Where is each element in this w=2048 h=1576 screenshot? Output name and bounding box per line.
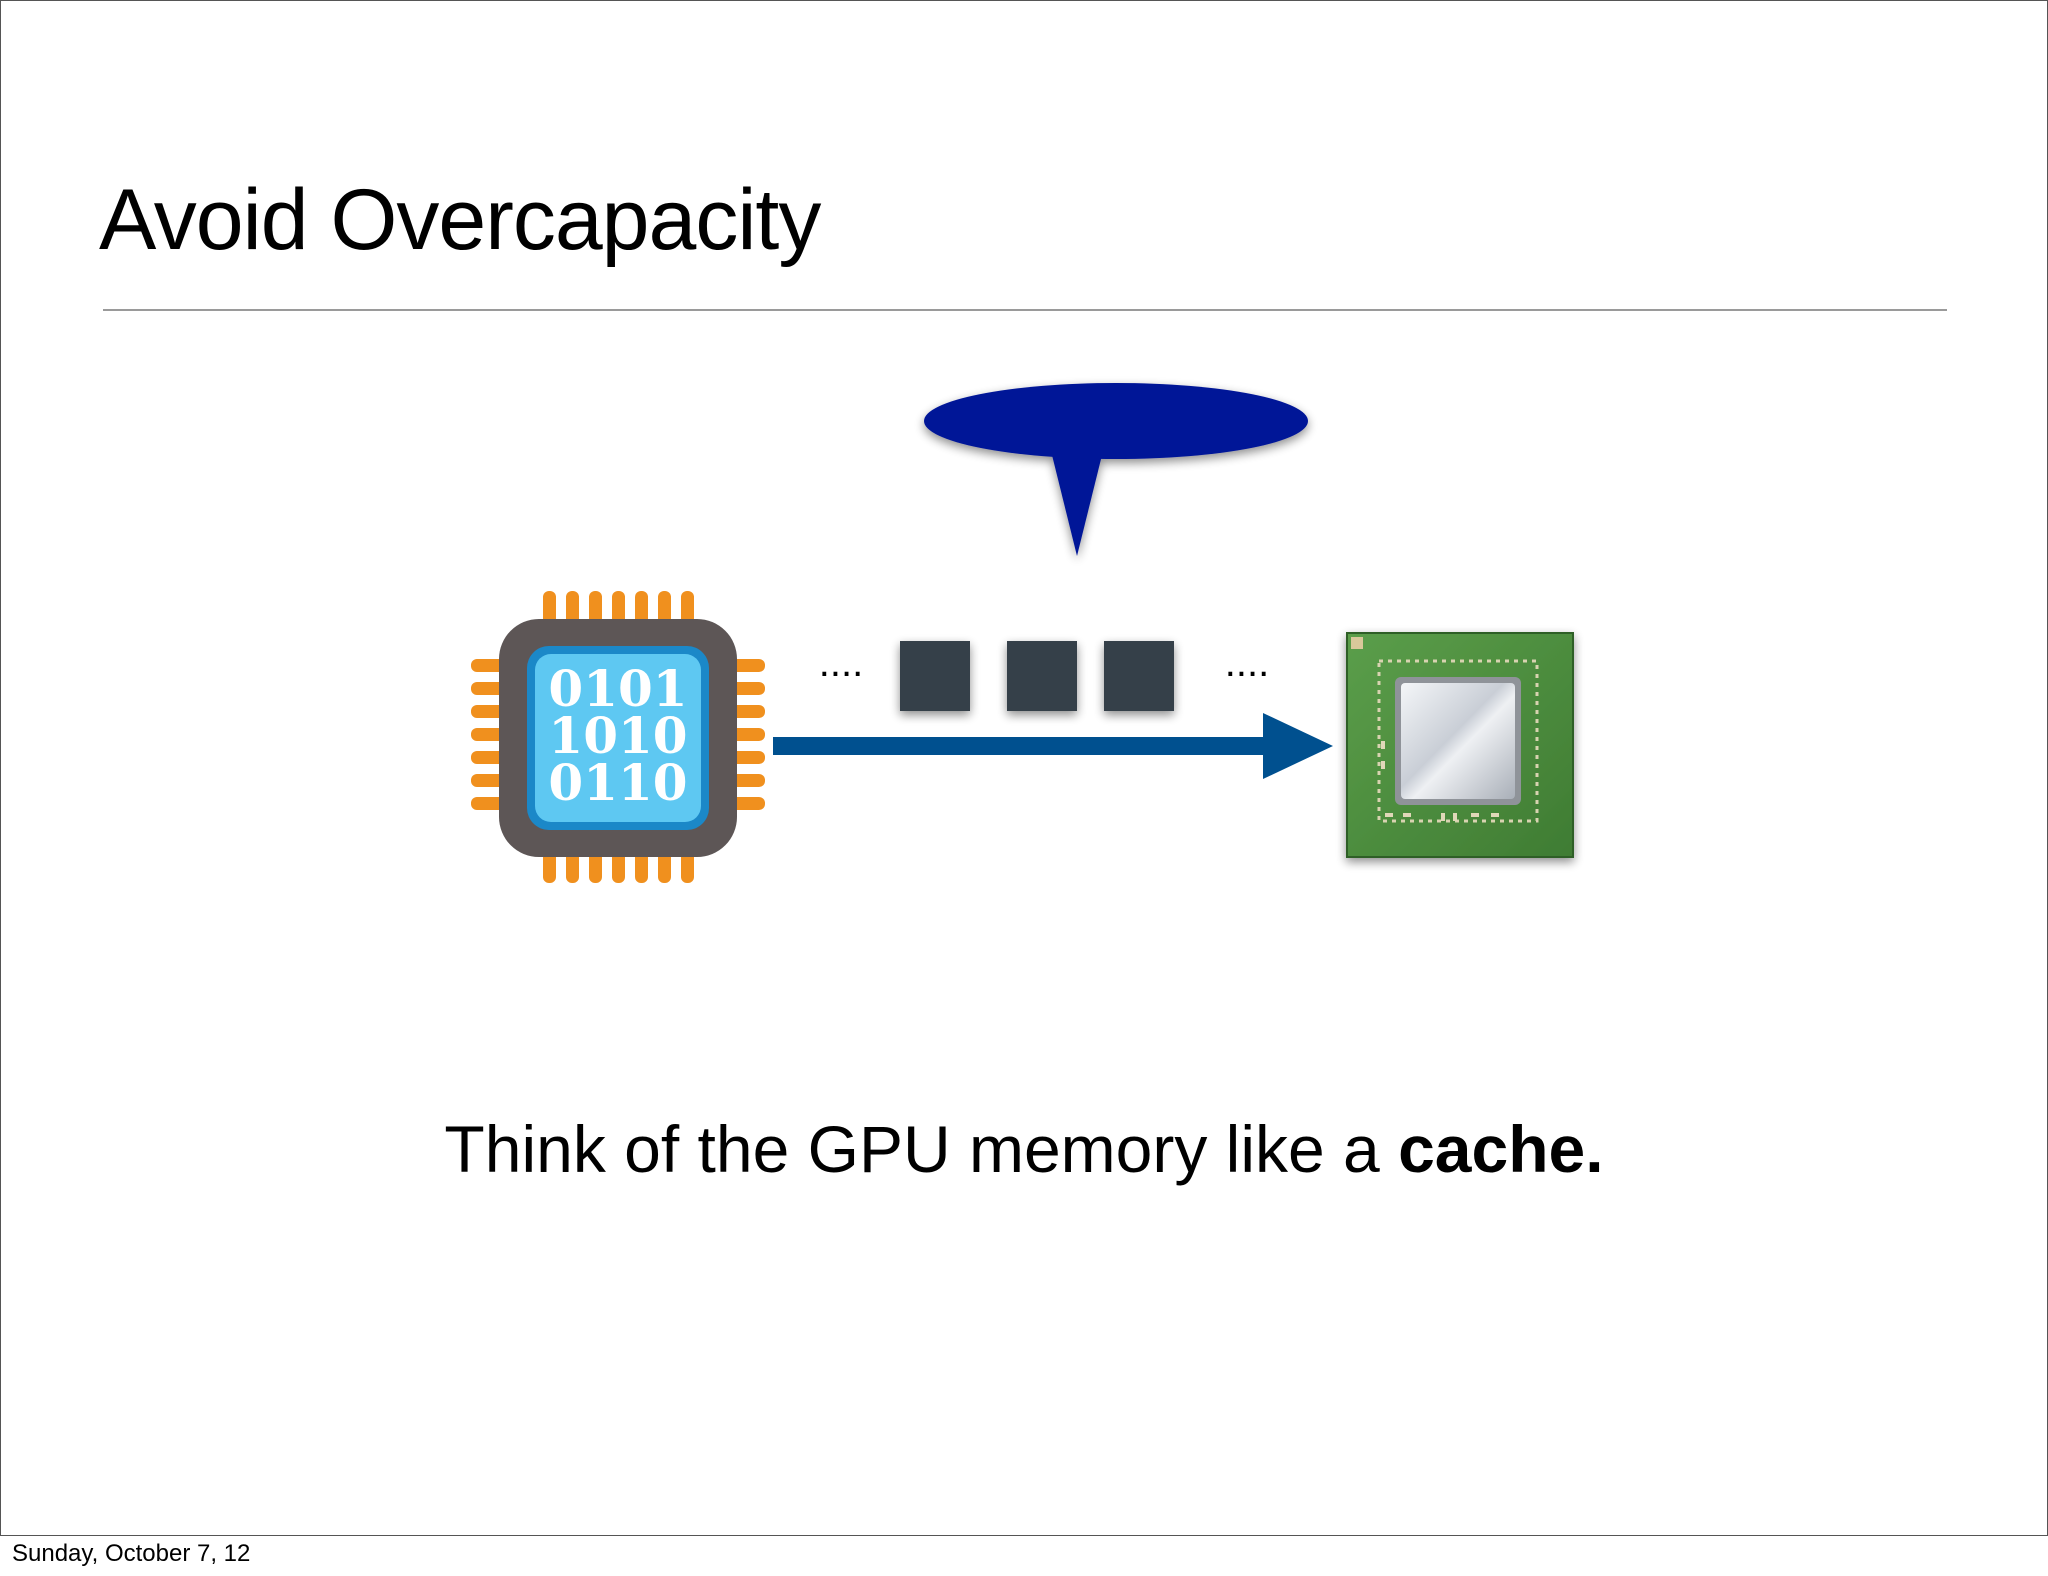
cpu-binary-line: 0101 bbox=[548, 659, 687, 718]
slide-title: Avoid Overcapacity bbox=[99, 172, 821, 268]
data-block bbox=[1104, 641, 1174, 711]
gpu-chip-icon bbox=[1346, 632, 1574, 858]
data-block bbox=[1007, 641, 1077, 711]
footer-date: Sunday, October 7, 12 bbox=[12, 1540, 251, 1567]
ellipsis-right: .... bbox=[1225, 641, 1269, 685]
caption-emphasis: cache. bbox=[1398, 1112, 1604, 1186]
cpu-chip-icon: 0101 1010 0110 bbox=[471, 591, 765, 883]
cpu-binary-line: 0110 bbox=[548, 753, 687, 812]
title-divider bbox=[103, 309, 1947, 311]
data-block bbox=[900, 641, 970, 711]
slide-caption: Think of the GPU memory like a cache. bbox=[1, 1111, 2047, 1187]
slide: Avoid Overcapacity bbox=[0, 0, 2048, 1536]
arrow-right-icon bbox=[773, 713, 1333, 779]
memory-transfer-diagram: 0101 1010 0110 .... .... bbox=[471, 383, 1574, 883]
cpu-binary-line: 1010 bbox=[548, 706, 687, 765]
ellipsis-left: .... bbox=[819, 641, 863, 685]
caption-text: Think of the GPU memory like a bbox=[444, 1112, 1399, 1186]
speech-bubble-icon bbox=[924, 383, 1308, 556]
